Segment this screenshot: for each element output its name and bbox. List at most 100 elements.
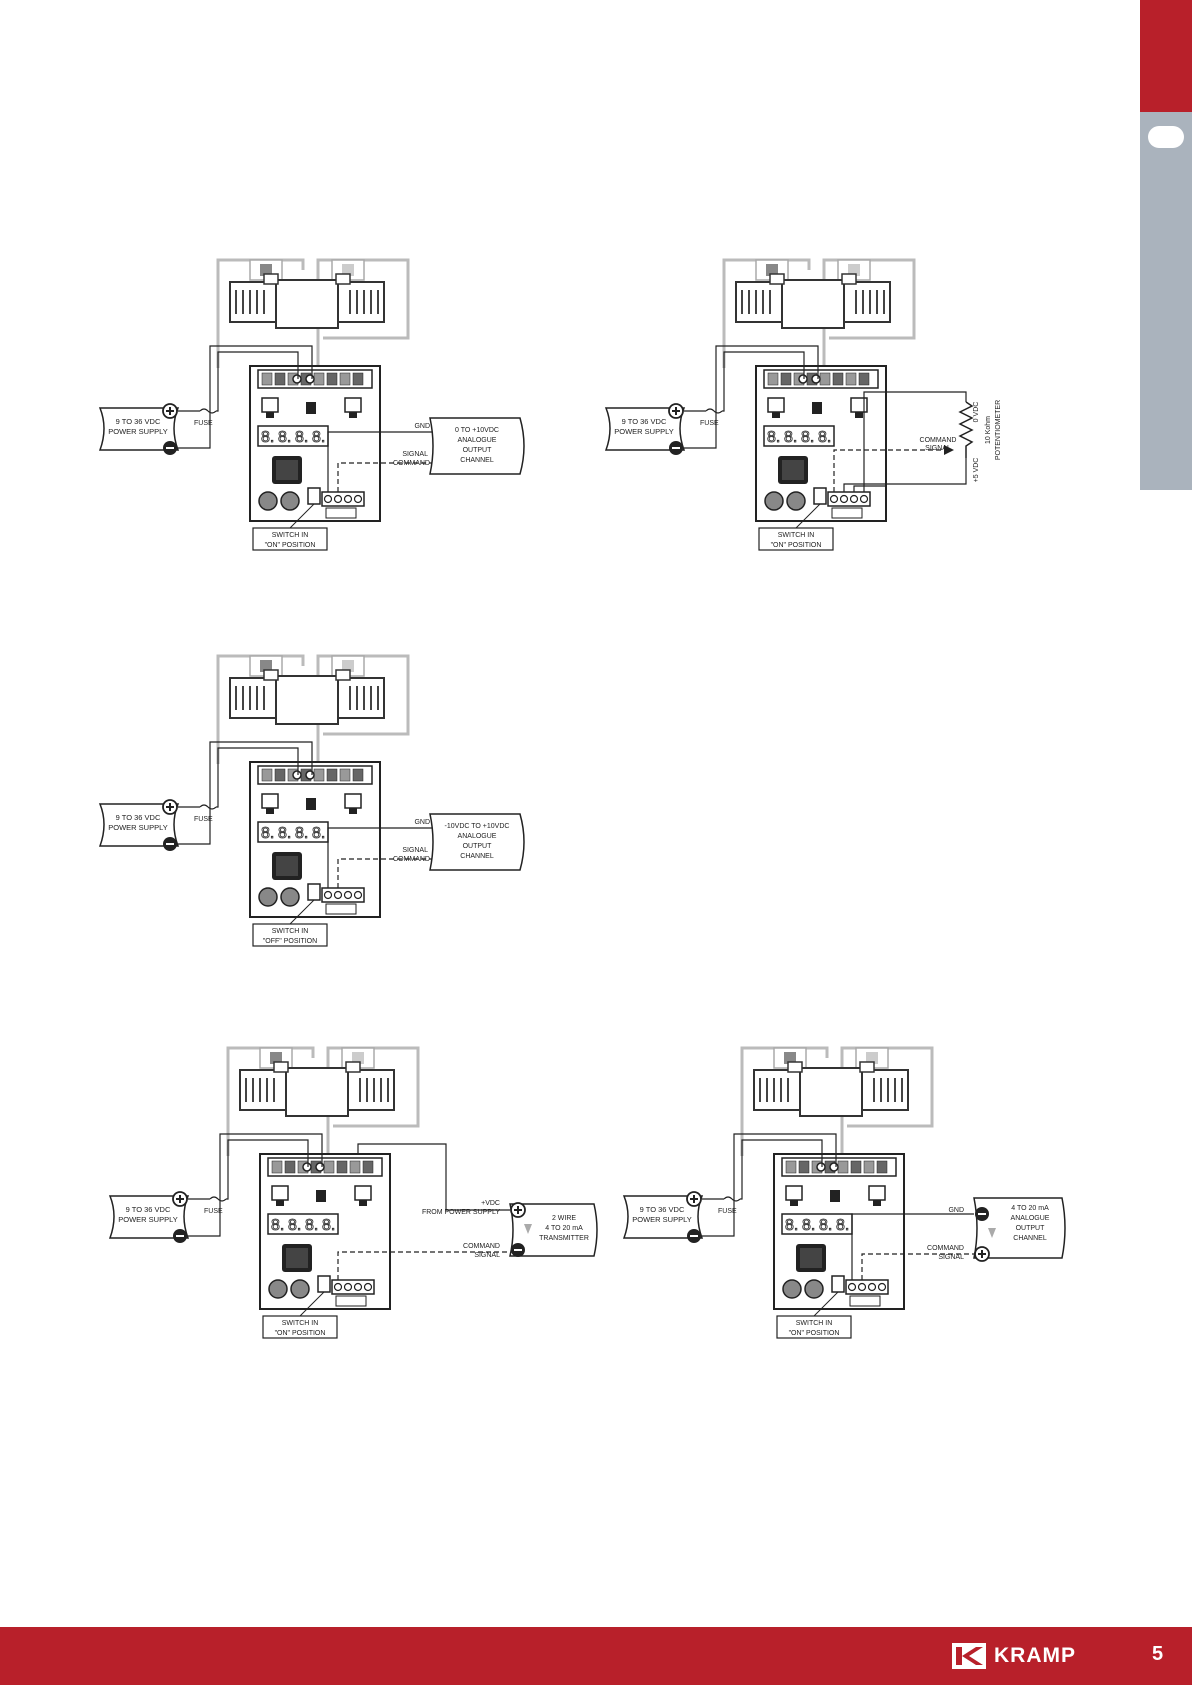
kramp-logo-icon [952, 1643, 986, 1669]
display-digit: 8. [802, 1217, 815, 1234]
command-label-1: COMMAND [463, 1243, 500, 1250]
display-digit: 8. [322, 1217, 335, 1234]
display-digit: 8. [836, 1217, 849, 1234]
transistor-leg [349, 412, 357, 418]
terminal-screw [859, 494, 869, 504]
terminal [284, 1160, 296, 1174]
terminal-screw [353, 890, 363, 900]
coil-left [229, 677, 277, 719]
coil-left [753, 1069, 801, 1111]
wire-gnd [327, 431, 432, 492]
chip-die [782, 460, 804, 480]
switch-label-2: "ON" POSITION [275, 1330, 326, 1337]
valve-body [275, 279, 339, 329]
terminal [837, 1160, 849, 1174]
capacitor [812, 402, 822, 414]
dip-switch [813, 487, 827, 505]
terminal-screw [343, 494, 353, 504]
supply-label-2: POWER SUPPLY [614, 427, 673, 436]
display-digit: 8. [261, 825, 274, 842]
valve-cap-right [859, 1061, 875, 1073]
switch-label-2: "ON" POSITION [789, 1330, 840, 1337]
connector-pin-left [270, 1052, 282, 1064]
output-box-label: CHANNEL [460, 853, 494, 860]
wire-gnd [851, 1213, 974, 1280]
valve-body [781, 279, 845, 329]
current-arrow-icon [988, 1228, 996, 1238]
valve-body [799, 1067, 863, 1117]
terminal [352, 372, 364, 386]
terminal [323, 1160, 335, 1174]
side-tab-grey [1140, 112, 1192, 490]
output-box-label: OUTPUT [463, 843, 493, 850]
supply-label-2: POWER SUPPLY [108, 823, 167, 832]
ready-button [268, 1279, 288, 1299]
terminal-screw [847, 1282, 857, 1292]
fuse-label: FUSE [718, 1208, 737, 1215]
supply-label-2: POWER SUPPLY [108, 427, 167, 436]
terminal [313, 372, 325, 386]
display-digit: 8. [767, 429, 780, 446]
output-box-label: 4 TO 20 mA [1011, 1205, 1049, 1212]
transistor-leg [266, 808, 274, 814]
terminal-screw [292, 374, 302, 384]
wire-minus-to-board [684, 345, 819, 449]
signal-label-1: SIGNAL [402, 451, 428, 458]
chip-die [286, 1248, 308, 1268]
transistor [344, 397, 362, 413]
terminal [863, 1160, 875, 1174]
fuse-icon [199, 804, 217, 810]
coil-left [239, 1069, 287, 1111]
terminal [858, 372, 870, 386]
terminal-screw [829, 1162, 839, 1172]
terminal-screw [353, 494, 363, 504]
output-box-label: -10VDC TO +10VDC [445, 823, 510, 830]
terminal-screw [343, 1282, 353, 1292]
display-digit: 8. [818, 429, 831, 446]
fuse-icon [209, 1196, 227, 1202]
transistor-leg [772, 412, 780, 418]
supply-label-1: 9 TO 36 VDC [116, 417, 161, 426]
supply-label-1: 9 TO 36 VDC [640, 1205, 685, 1214]
gnd-label: GND [948, 1207, 964, 1214]
terminal-screw [323, 890, 333, 900]
supply-label-2: POWER SUPPLY [632, 1215, 691, 1224]
terminal [336, 1160, 348, 1174]
terminal [780, 372, 792, 386]
switch-pointer [299, 1291, 325, 1317]
terminal-screw [829, 494, 839, 504]
pot-bottom-label: +5 VDC [973, 458, 980, 483]
pot-top-label: 0 VDC [973, 402, 980, 423]
wire-plus-to-board [722, 351, 805, 412]
select-button [280, 491, 300, 511]
terminal [832, 372, 844, 386]
coil-left [735, 281, 783, 323]
wire-plus5 [843, 458, 967, 492]
display-digit: 8. [288, 1217, 301, 1234]
analogue-output-box [429, 417, 525, 475]
terminal [271, 1160, 283, 1174]
brand: KRAMP [952, 1641, 1076, 1671]
connector-pin-right [342, 660, 354, 672]
display-digit: 8. [785, 1217, 798, 1234]
pot-label-2: POTENTIOMETER [995, 400, 1002, 460]
terminal-label [325, 903, 357, 915]
connector-pin-left [260, 264, 272, 276]
terminal [819, 372, 831, 386]
output-box-label: CHANNEL [1013, 1235, 1047, 1242]
footer-bar [0, 1627, 1192, 1685]
pot-label-1: 10 Kohm [985, 416, 992, 444]
valve-cap-right [335, 669, 351, 681]
connector-pin-right [848, 264, 860, 276]
display-digit: 8. [278, 429, 291, 446]
capacitor [316, 1190, 326, 1202]
capacitor [830, 1190, 840, 1202]
transistor [261, 397, 279, 413]
terminal-screw [811, 374, 821, 384]
ready-button [782, 1279, 802, 1299]
switch-label-1: SWITCH IN [272, 532, 309, 539]
transmitter-label: 2 WIRE [552, 1215, 576, 1222]
